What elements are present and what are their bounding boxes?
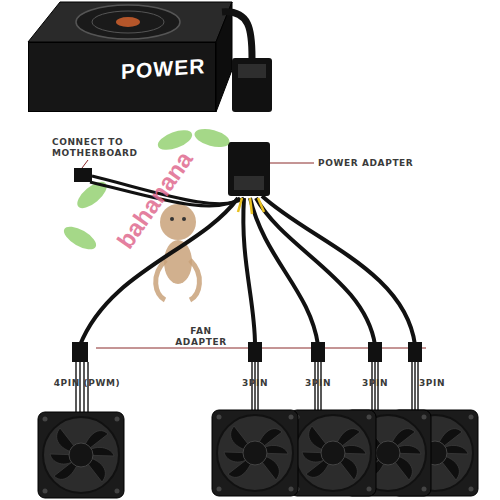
fan-wire: [80, 198, 238, 345]
psu-side: [216, 2, 232, 112]
pin-label: 3PIN: [415, 378, 449, 389]
pin-label: 3PIN: [358, 378, 392, 389]
fan-wire: [250, 198, 318, 345]
power-supply: POWER: [28, 42, 216, 112]
psu-fan-grille: [76, 5, 180, 39]
psu-cable: [222, 12, 252, 58]
fan-wire: [262, 196, 415, 345]
part-label: POWER ADAPTER: [318, 158, 458, 169]
power-adapter-connector: [228, 142, 270, 196]
fan-connector: [311, 342, 325, 362]
fan: [212, 410, 298, 496]
motherboard-connector: [74, 168, 92, 182]
leader-line: [82, 160, 88, 168]
fan-connector: [248, 342, 262, 362]
watermark-monkey: [156, 260, 200, 300]
pin-label: 3PIN: [301, 378, 335, 389]
yellow-wire: [238, 198, 264, 214]
psu-fan-grille: [92, 11, 164, 33]
fan-connector: [408, 342, 422, 362]
watermark-monkey: [182, 217, 186, 221]
fan-connector: [72, 342, 88, 362]
leader-line: [270, 163, 314, 164]
molex-connector: [232, 58, 272, 112]
fan-lead: [412, 362, 418, 410]
molex-connector: [238, 64, 266, 78]
part-label: FAN ADAPTER: [170, 326, 232, 348]
watermark-leaf: [193, 126, 232, 151]
brand-text: POWER: [121, 54, 205, 84]
psu-fan-hub: [116, 17, 140, 27]
pin-label: 3PIN: [238, 378, 272, 389]
watermark-leaf: [60, 222, 99, 254]
pin-label: 4PIN (PWM): [52, 378, 122, 389]
fan-wire: [256, 198, 375, 345]
port-label: CONNECT TO MOTHERBOARD: [52, 137, 162, 159]
power-adapter-connector: [234, 176, 264, 190]
pwm-fan: [38, 412, 124, 498]
fan-wire: [243, 198, 255, 345]
fan: [290, 410, 376, 496]
psu-top: [28, 2, 232, 42]
fan-connector: [368, 342, 382, 362]
watermark-monkey: [170, 217, 174, 221]
